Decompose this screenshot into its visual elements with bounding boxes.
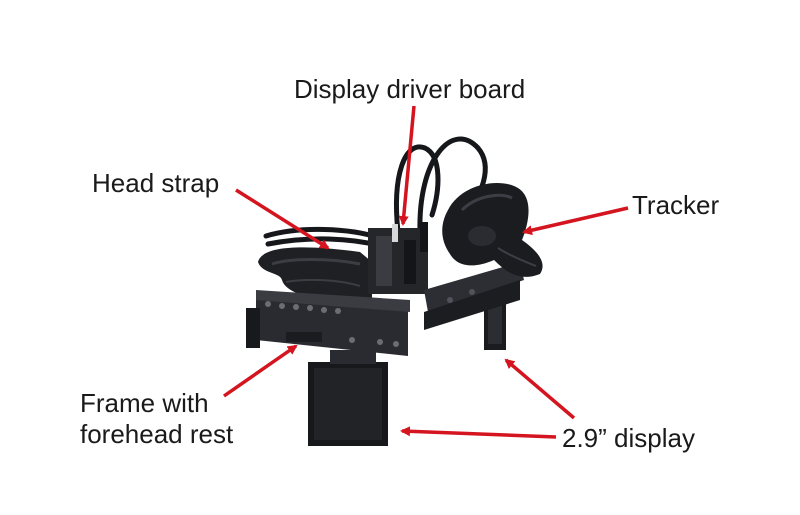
head-strap (258, 247, 372, 300)
arrow-head-strap (235, 188, 330, 250)
label-frame-line2: forehead rest (80, 419, 234, 449)
side-rail (424, 262, 524, 330)
label-frame-with-forehead-rest: Frame with forehead rest (80, 388, 233, 450)
arrow-frame (223, 344, 298, 398)
label-head-strap: Head strap (92, 168, 220, 198)
label-display: 2.9” display (562, 423, 695, 453)
arrow-display-front (400, 426, 557, 439)
tracker-device (442, 183, 543, 277)
label-tracker: Tracker (632, 190, 720, 220)
label-display-driver-board: Display driver board (294, 74, 526, 104)
front-frame (246, 290, 410, 356)
label-frame-line1: Frame with (80, 388, 209, 418)
driver-board-block (368, 222, 428, 294)
annotation-arrows (223, 105, 629, 439)
arrow-tracker (522, 206, 629, 236)
front-display (308, 350, 388, 446)
arrow-display-right (504, 358, 576, 420)
arrow-driver-board (398, 105, 416, 226)
